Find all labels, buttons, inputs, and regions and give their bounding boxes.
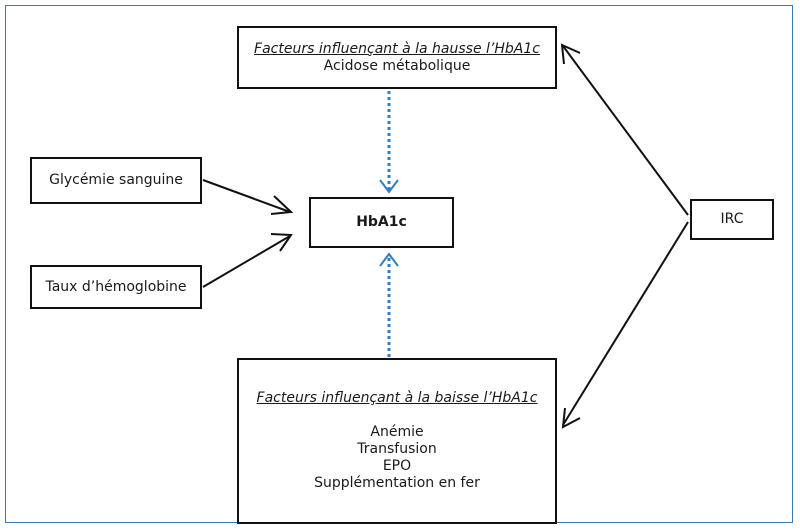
arrow-glycemie-to-hba1c — [202, 179, 294, 215]
factors-increase-title: Facteurs influençant à la hausse l’HbA1c — [254, 40, 540, 57]
arrow-hausse-to-hba1c — [379, 91, 399, 194]
arrow-irc-to-baisse — [561, 221, 689, 429]
factors-increase-item: Acidose métabolique — [323, 57, 471, 74]
factors-decrease-box: Facteurs influençant à la baisse l’HbA1c… — [237, 358, 557, 524]
factors-increase-box: Facteurs influençant à la hausse l’HbA1c… — [237, 26, 557, 89]
arrow-irc-to-hausse — [560, 43, 689, 216]
arrow-baisse-to-hba1c — [379, 252, 399, 357]
factors-decrease-list: Anémie Transfusion EPO Supplémentation e… — [314, 424, 480, 492]
irc-box: IRC — [690, 199, 774, 240]
factors-decrease-item: Supplémentation en fer — [314, 475, 480, 491]
hba1c-box: HbA1c — [309, 197, 454, 248]
factors-decrease-item: Transfusion — [357, 441, 437, 457]
irc-label: IRC — [720, 211, 744, 227]
arrow-taux-to-hba1c — [202, 233, 293, 288]
hemoglobin-label: Taux d’hémoglobine — [45, 278, 187, 295]
factors-decrease-item: Anémie — [370, 424, 424, 440]
hemoglobin-box: Taux d’hémoglobine — [30, 265, 202, 309]
factors-decrease-item: EPO — [382, 458, 412, 474]
glycemia-box: Glycémie sanguine — [30, 157, 202, 204]
glycemia-label: Glycémie sanguine — [49, 172, 183, 188]
hba1c-label: HbA1c — [356, 214, 407, 230]
factors-decrease-title: Facteurs influençant à la baisse l’HbA1c — [256, 390, 538, 406]
